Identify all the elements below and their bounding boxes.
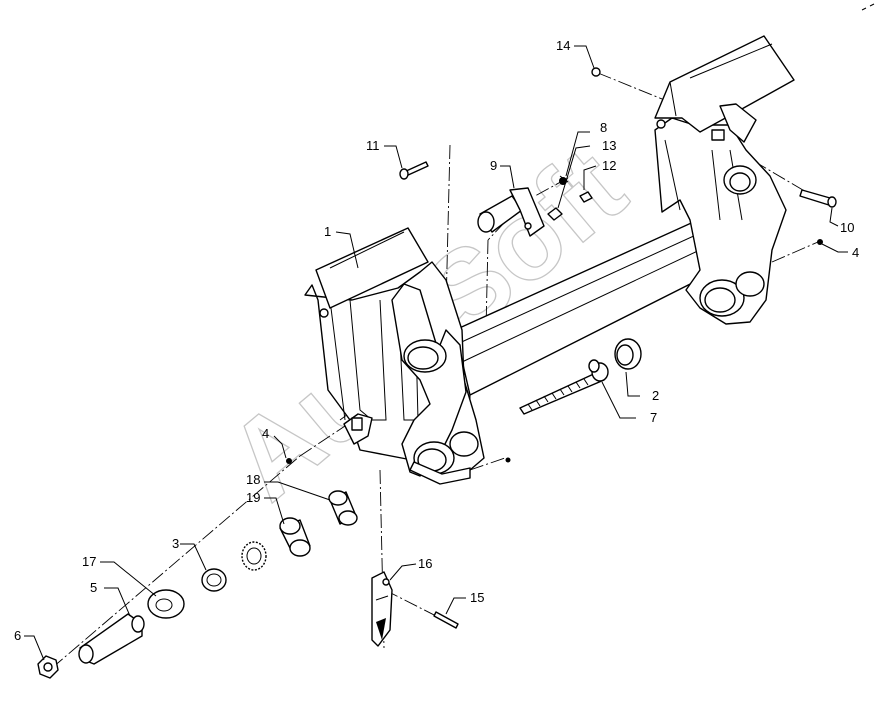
bushing-2 xyxy=(614,338,642,370)
callout-19: 19 xyxy=(246,490,260,505)
sleeve-19 xyxy=(279,517,311,557)
roll-pin-15 xyxy=(433,611,459,629)
serrated-washer xyxy=(241,541,267,571)
washer-17 xyxy=(147,589,185,619)
sleeve-18 xyxy=(328,490,358,526)
callout-7: 7 xyxy=(650,410,657,425)
callout-16: 16 xyxy=(418,556,432,571)
bolt-11 xyxy=(399,161,429,180)
nut-12 xyxy=(579,191,593,203)
threaded-rod-7 xyxy=(519,359,609,415)
pin-10 xyxy=(799,189,837,208)
cap-14 xyxy=(591,67,601,77)
callout-10: 10 xyxy=(840,220,854,235)
callout-15: 15 xyxy=(470,590,484,605)
latch-handle-16 xyxy=(371,571,393,647)
screw-4-left xyxy=(286,458,292,464)
callout-6: 6 xyxy=(14,628,21,643)
callout-9: 9 xyxy=(490,158,497,173)
main-frame xyxy=(304,35,795,485)
callout-8: 8 xyxy=(600,120,607,135)
screw-misc xyxy=(505,457,511,463)
pin-9 xyxy=(477,187,545,237)
callout-12: 12 xyxy=(602,158,616,173)
callout-5: 5 xyxy=(90,580,97,595)
handle-grip-5 xyxy=(78,613,145,665)
callout-1: 1 xyxy=(324,224,331,239)
corner-mark xyxy=(861,3,875,11)
ring-3 xyxy=(201,568,227,592)
callout-2: 2 xyxy=(652,388,659,403)
callout-11: 11 xyxy=(366,138,380,153)
nut-6 xyxy=(37,655,59,679)
callout-4-left: 4 xyxy=(262,426,269,441)
callout-14: 14 xyxy=(556,38,570,53)
leader-lines xyxy=(24,45,848,661)
callout-17: 17 xyxy=(82,554,96,569)
callout-18: 18 xyxy=(246,472,260,487)
callout-3: 3 xyxy=(172,536,179,551)
screw-4-right xyxy=(817,239,823,245)
callout-13: 13 xyxy=(602,138,616,153)
set-screw-13 xyxy=(547,207,563,221)
callout-4-right: 4 xyxy=(852,245,859,260)
callout-labels: 1 2 3 4 4 5 6 7 8 9 10 11 12 13 14 15 16… xyxy=(14,38,859,643)
